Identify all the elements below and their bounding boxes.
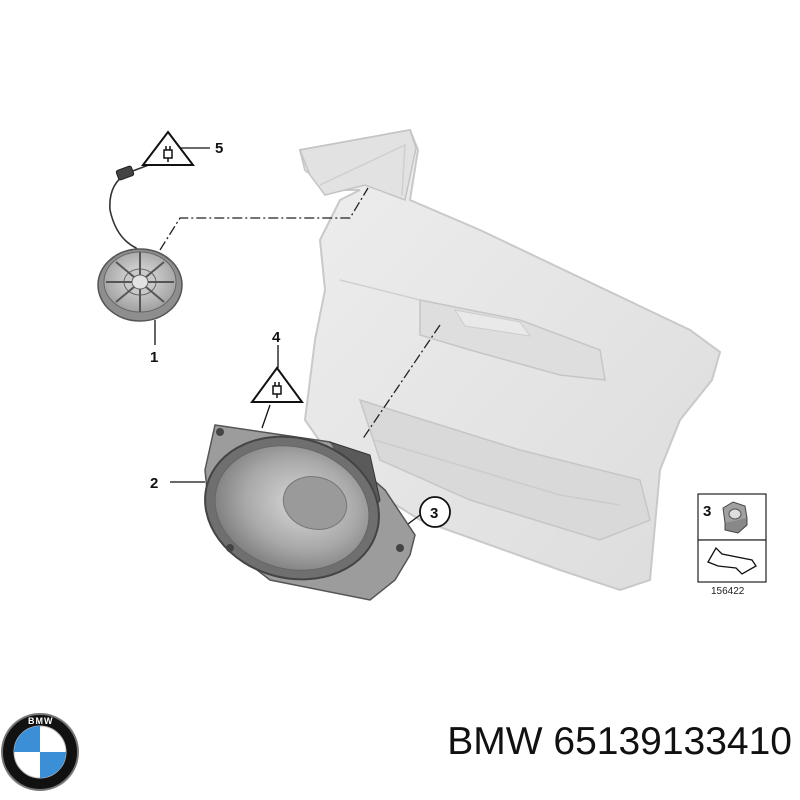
callout-1: 1 [150,349,158,366]
callout-3-circle [419,496,451,528]
door-panel [298,128,722,592]
caption-brand: BMW [447,720,543,763]
warning-triangle-upper [140,130,196,166]
callout-2: 2 [150,475,158,492]
flag-arrow-icon [707,546,757,575]
callout-5: 5 [215,140,223,157]
logo-text: BMW [28,716,54,726]
reference-box: 3 156422 [697,493,767,597]
callout-4: 4 [272,329,281,346]
nut-icon [722,501,748,534]
diagram-id: 156422 [711,586,745,597]
leader-lines [109,147,441,531]
callout-3: 3 [430,505,438,522]
caption: BMW 65139133410 [408,712,792,772]
caption-part-number: 65139133410 [553,720,792,763]
tweeter-speaker [97,248,183,322]
brand-logo: BMW [1,713,79,791]
midrange-speaker [204,424,416,601]
warning-triangle-lower [250,366,304,403]
reference-item-number: 3 [703,503,711,520]
cable-connector [115,165,135,181]
